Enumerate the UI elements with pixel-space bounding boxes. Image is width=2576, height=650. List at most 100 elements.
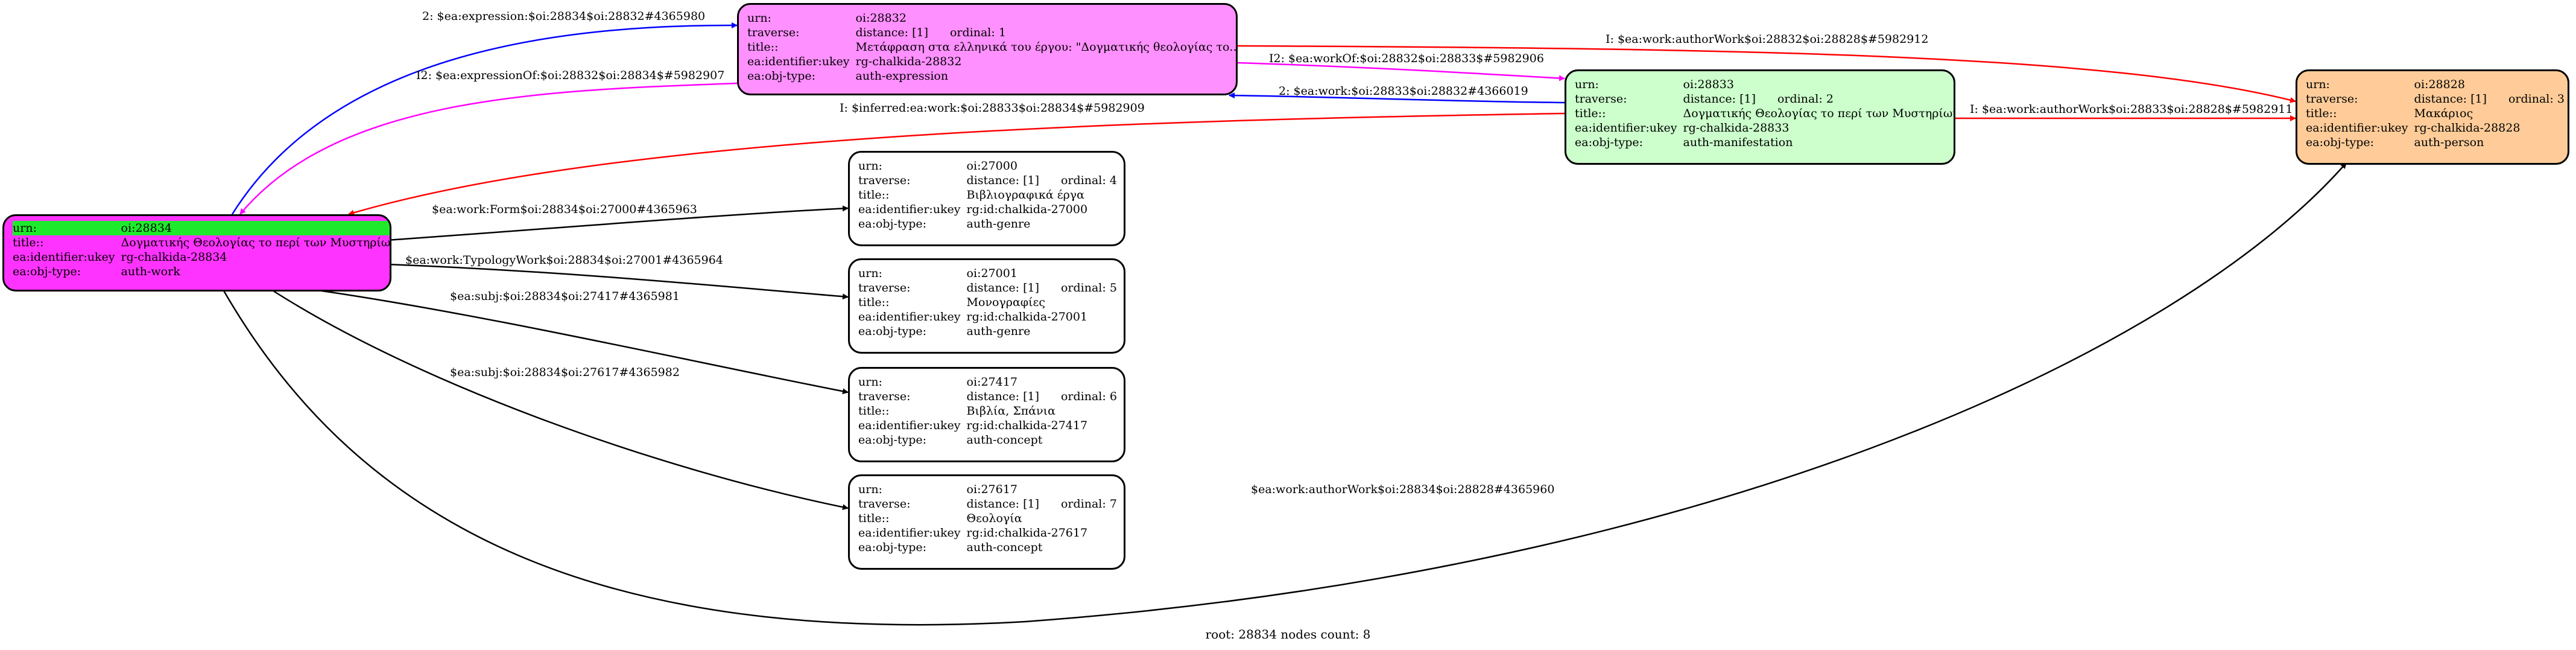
title-key: title::	[1575, 107, 1606, 120]
urn-key: urn:	[13, 221, 121, 235]
traverse-key: traverse:	[2306, 92, 2358, 106]
node-ordinal: ordinal: 4	[1060, 174, 1117, 187]
node-ordinal: ordinal: 7	[1060, 497, 1117, 511]
node-28833[interactable]: urn: oi:28833 traverse: distance: [1] ordin…	[1565, 69, 1955, 165]
title-key: title::	[858, 512, 890, 525]
node-ukey: rg-chalkida-28834	[121, 250, 227, 264]
node-27617[interactable]: urn: oi:27617 traverse: distance: [1] ordin…	[848, 474, 1125, 570]
node-urn: oi:27617	[966, 483, 1017, 496]
node-objtype: auth-genre	[966, 217, 1031, 231]
edge-label: $ea:work:Form$oi:28834$oi:27000#4365963	[432, 203, 697, 216]
node-distance: distance: [1]	[1683, 92, 1756, 106]
edge-subj-27617	[271, 288, 849, 511]
urn-key: urn:	[858, 483, 882, 496]
edge-subj-27417	[313, 288, 849, 395]
node-title: Θεολογία	[966, 512, 1022, 525]
title-key: title::	[858, 188, 890, 202]
edge-label: $ea:work:TypologyWork$oi:28834$oi:27001#…	[405, 253, 723, 267]
edge-label: I2: $ea:expressionOf:$oi:28832$oi:28834$…	[416, 69, 725, 82]
edge-work	[1229, 92, 1565, 104]
node-ukey: rg:id:chalkida-27000	[966, 203, 1088, 216]
traverse-key: traverse:	[858, 390, 911, 403]
node-title: Μονογραφίες	[966, 296, 1046, 309]
node-ordinal: ordinal: 1	[949, 26, 1006, 39]
node-distance: distance: [1]	[855, 26, 928, 39]
traverse-key: traverse:	[858, 497, 911, 511]
node-title: Δογματικής Θεολογίας το περί των Μυστηρί…	[1683, 107, 1955, 120]
edge-label: 2: $ea:expression:$oi:28834$oi:28832#436…	[422, 10, 706, 23]
edge-label: $ea:work:authorWork$oi:28834$oi:28828#43…	[1251, 483, 1555, 496]
edge-label: 2: $ea:work:$oi:28833$oi:28832#4366019	[1279, 84, 1528, 98]
edge-author-work-28834	[222, 162, 2347, 626]
node-urn: oi:27001	[966, 267, 1017, 280]
title-key: title::	[747, 40, 779, 54]
edge-author-work-28832	[1237, 45, 2296, 103]
title-key: title::	[2306, 107, 2337, 120]
urn-key: urn:	[2306, 78, 2330, 91]
node-ordinal: ordinal: 2	[1777, 92, 1834, 106]
ukey-key: ea:identifier:ukey	[2306, 121, 2408, 135]
node-28832[interactable]: urn:oi:28832 traverse:distance: [1]ordin…	[737, 3, 1238, 95]
node-objtype: auth-manifestation	[1683, 136, 1793, 149]
edge-expression-of	[239, 82, 738, 215]
edge-work-of	[1237, 62, 1565, 81]
node-title: Βιβλία, Σπάνια	[966, 404, 1055, 418]
title-key: title::	[858, 404, 890, 418]
traverse-key: traverse:	[1575, 92, 1627, 106]
node-ukey: rg-chalkida-28832	[855, 55, 962, 68]
ukey-key: ea:identifier:ukey	[858, 310, 961, 323]
title-key: title::	[13, 236, 44, 249]
node-urn: oi:28828	[2414, 78, 2465, 91]
node-urn: oi:28834	[121, 221, 390, 235]
node-objtype: auth-person	[2414, 136, 2484, 149]
title-key: title::	[858, 296, 890, 309]
edge-label: I: $inferred:ea:work:$oi:28833$oi:28834$…	[840, 101, 1145, 115]
edge-label: I2: $ea:workOf:$oi:28832$oi:28833$#59829…	[1269, 52, 1544, 65]
urn-key: urn:	[747, 11, 771, 25]
node-title: Μετάφραση στα ελληνικά του έργου: "Δογμα…	[855, 40, 1238, 54]
node-urn: oi:28833	[1683, 78, 1734, 91]
edge-label: $ea:subj:$oi:28834$oi:27617#4365982	[450, 366, 680, 379]
node-distance: distance: [1]	[966, 390, 1039, 403]
node-title: Βιβλιογραφικά έργα	[966, 188, 1084, 202]
node-urn: oi:27000	[966, 159, 1017, 173]
ukey-key: ea:identifier:ukey	[13, 250, 115, 264]
objtype-key: ea:obj-type:	[1575, 136, 1644, 149]
node-27001[interactable]: urn:oi:27001 traverse:distance: [1]ordin…	[848, 258, 1125, 354]
node-ordinal: ordinal: 6	[1060, 390, 1117, 403]
ukey-key: ea:identifier:ukey	[858, 526, 961, 540]
node-objtype: auth-work	[121, 265, 180, 278]
node-urn: oi:28832	[855, 11, 907, 25]
node-objtype: auth-concept	[966, 541, 1043, 554]
traverse-key: traverse:	[858, 174, 911, 187]
node-28834-root[interactable]: urn:oi:28834 title::Δογματικής Θεολογίας…	[2, 214, 391, 292]
node-urn: oi:27417	[966, 375, 1017, 389]
node-27000[interactable]: urn: oi:27000 traverse: distance: [1] ordin…	[848, 151, 1125, 246]
edge-typology	[387, 263, 849, 300]
urn-key: urn:	[858, 267, 882, 280]
urn-key: urn:	[858, 159, 882, 173]
node-title: Δογματικής Θεολογίας το περί των Μυστηρί…	[121, 236, 391, 249]
edge-label: $ea:subj:$oi:28834$oi:27417#4365981	[450, 290, 680, 303]
node-distance: distance: [1]	[966, 174, 1039, 187]
edge-label: I: $ea:work:authorWork$oi:28832$oi:28828…	[1606, 33, 1929, 46]
node-27417[interactable]: urn: oi:27417 traverse: distance: [1] ordin…	[848, 367, 1125, 462]
urn-key: urn:	[858, 375, 882, 389]
objtype-key: ea:obj-type:	[858, 541, 927, 554]
node-objtype: auth-genre	[966, 325, 1031, 338]
node-28828[interactable]: urn:oi:28828 traverse:distance: [1]ordin…	[2296, 69, 2569, 165]
node-ordinal: ordinal: 3	[2508, 92, 2565, 106]
node-objtype: auth-concept	[966, 433, 1043, 447]
edge-form	[387, 205, 849, 241]
footer-summary: root: 28834 nodes count: 8	[1205, 627, 1371, 642]
node-objtype: auth-expression	[855, 69, 949, 83]
objtype-key: ea:obj-type:	[858, 217, 927, 231]
edge-expression	[231, 22, 738, 215]
traverse-key: traverse:	[858, 281, 911, 295]
node-distance: distance: [1]	[966, 497, 1039, 511]
urn-key: urn:	[1575, 78, 1599, 91]
objtype-key: ea:obj-type:	[747, 69, 816, 83]
node-ordinal: ordinal: 5	[1060, 281, 1117, 295]
node-ukey: rg:id:chalkida-27617	[966, 526, 1088, 540]
